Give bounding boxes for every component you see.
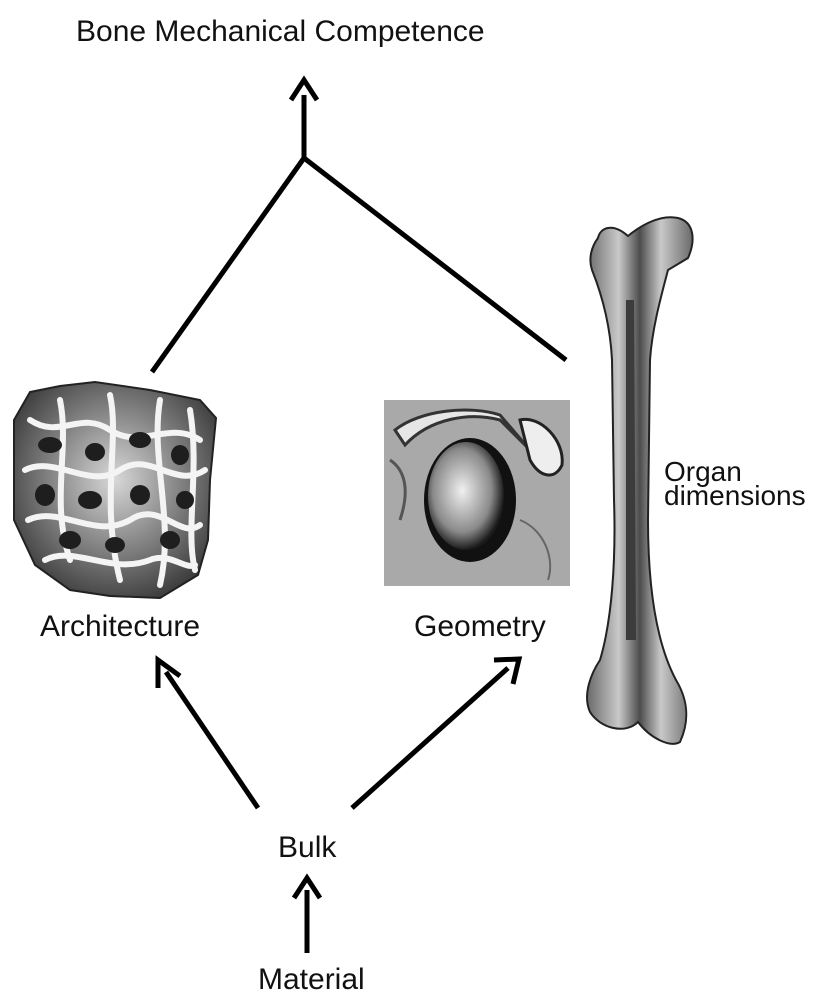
bulk-to-architecture-arrow — [158, 660, 258, 808]
diagram-title: Bone Mechanical Competence — [76, 17, 485, 47]
bone-cross-section-image — [384, 400, 570, 586]
bulk-to-geometry-arrow — [352, 659, 519, 808]
material-label: Material — [258, 965, 365, 995]
organ-label-line2: dimensions — [664, 484, 806, 508]
organ-dimensions-label: Organ dimensions — [664, 460, 806, 508]
bulk-label: Bulk — [278, 833, 336, 863]
merge-connector — [152, 158, 566, 372]
architecture-label: Architecture — [40, 612, 200, 642]
top-arrow — [291, 80, 317, 158]
material-to-bulk-arrow — [294, 878, 320, 953]
geometry-label: Geometry — [414, 612, 546, 642]
trabecular-bone-cube-image — [14, 382, 216, 598]
